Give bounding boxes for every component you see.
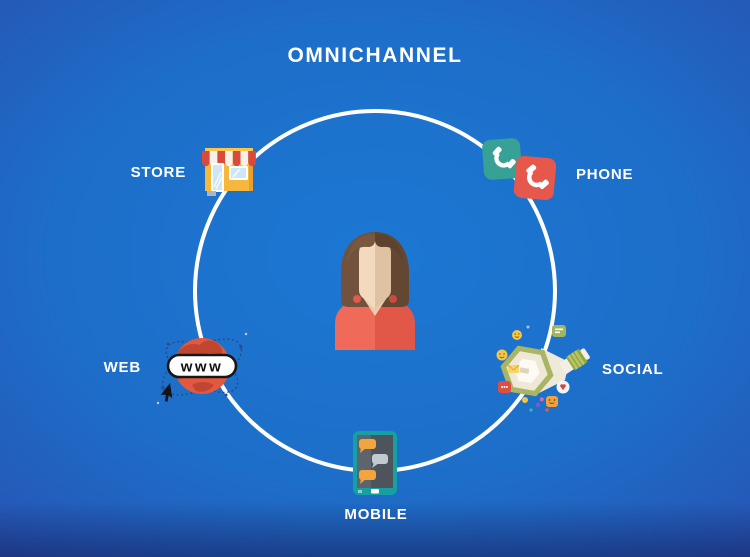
telephone-icon	[482, 138, 557, 200]
store-awning	[202, 151, 256, 167]
cursor-arrow-icon	[160, 383, 173, 402]
web-label: WEB	[103, 359, 141, 376]
globe-www-icon: www	[156, 332, 248, 405]
social-label: SOCIAL	[602, 361, 664, 378]
storefront-icon	[202, 148, 256, 196]
mobile-label: MOBILE	[344, 506, 408, 523]
phone-label: PHONE	[576, 166, 634, 183]
megaphone-icon	[496, 325, 590, 412]
customer-avatar	[335, 232, 415, 350]
www-badge	[166, 353, 238, 379]
www-text: www	[180, 359, 224, 376]
store-label: STORE	[130, 164, 186, 181]
page-title: OMNICHANNEL	[287, 44, 463, 67]
smartphone-chat-icon	[353, 431, 397, 495]
